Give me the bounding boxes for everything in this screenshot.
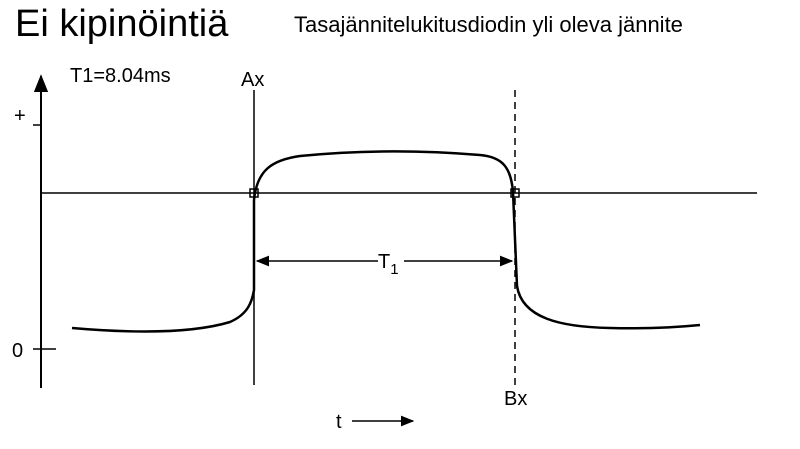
time-label: t — [336, 411, 342, 433]
interval-label: T1 — [378, 251, 399, 278]
diagram-subtitle: Tasajännitelukitusdiodin yli oleva jänni… — [294, 12, 683, 37]
marker-b-crosspoint — [510, 188, 520, 198]
measurement-readout: T1=8.04ms — [70, 65, 171, 87]
zero-label: 0 — [12, 340, 23, 362]
marker-a-label: Ax — [241, 69, 264, 91]
diagram-title: Ei kipinöintiä — [15, 3, 229, 45]
marker-b-label: Bx — [504, 388, 527, 410]
plus-label: + — [14, 105, 26, 127]
waveform-trace — [71, 150, 701, 333]
